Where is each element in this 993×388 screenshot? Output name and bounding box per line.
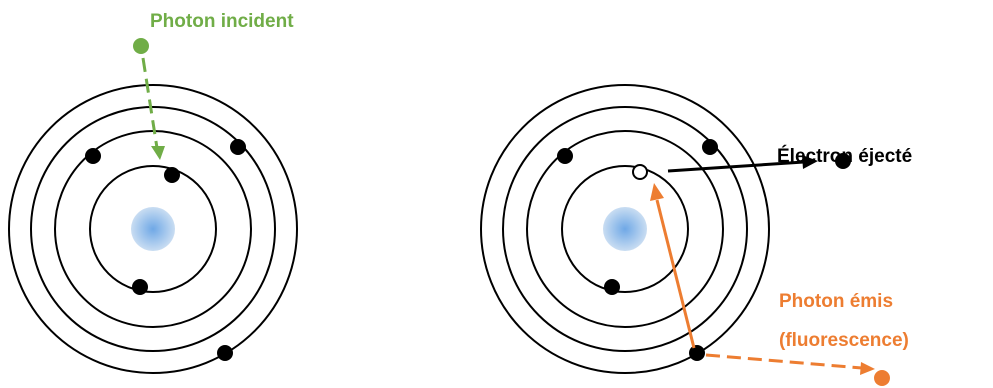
electron	[689, 345, 705, 361]
fluorescence-label: (fluorescence)	[779, 330, 909, 351]
photon-emitted-label: Photon émis	[779, 291, 894, 312]
electron	[604, 279, 620, 295]
transition-arrowhead	[650, 183, 664, 201]
transition-arrow-line	[655, 199, 696, 349]
electron	[164, 167, 180, 183]
electron-ejected-label: Électron éjecté	[777, 146, 913, 167]
electron	[132, 279, 148, 295]
nucleus	[603, 207, 647, 251]
emitted-photon-dot	[874, 370, 890, 386]
emitted-photon-arrowhead	[860, 362, 875, 375]
electron	[557, 148, 573, 164]
electron-transition	[650, 183, 696, 349]
electron	[85, 148, 101, 164]
emitted-photon-path	[705, 353, 863, 370]
shell-second	[526, 130, 724, 328]
shell-inner	[89, 165, 217, 293]
ejected-electron	[667, 153, 851, 173]
shell-outer	[480, 84, 770, 374]
nucleus	[131, 207, 175, 251]
electron	[702, 139, 718, 155]
electron	[217, 345, 233, 361]
emitted-photon	[705, 353, 890, 386]
shell-inner	[561, 165, 689, 293]
ejected-electron-dot	[835, 153, 851, 169]
incident-photon-dot	[133, 38, 149, 54]
atom-after	[480, 84, 770, 374]
photon-incident-label: Photon incident	[150, 11, 294, 32]
incident-photon	[133, 38, 165, 160]
electron	[230, 139, 246, 155]
atom-before	[8, 84, 298, 374]
shell-outer	[8, 84, 298, 374]
incident-photon-path	[141, 57, 159, 149]
electron-vacancy	[632, 164, 648, 180]
shell-third	[502, 106, 748, 352]
ejected-electron-path	[667, 160, 805, 173]
ejected-electron-arrowhead	[802, 155, 818, 169]
shell-third	[30, 106, 276, 352]
incident-photon-arrowhead	[151, 146, 165, 160]
